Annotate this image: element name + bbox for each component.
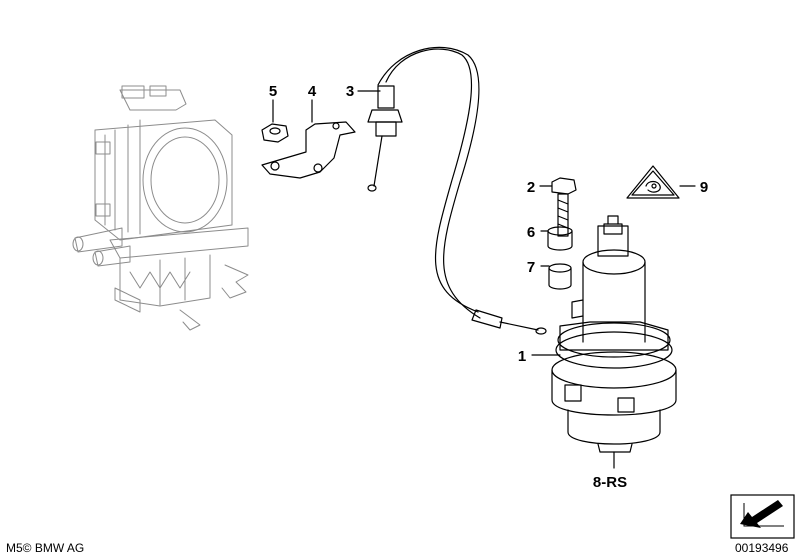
throttle-cable-part: [367, 46, 547, 335]
warning-triangle-icon: [626, 165, 680, 199]
callout-label-7: 7: [527, 259, 535, 276]
bracket-part: [261, 121, 356, 179]
callout-label-3: 3: [346, 83, 354, 100]
callout-label-8-rs: 8-RS: [593, 474, 627, 491]
bolt-part: [551, 177, 577, 237]
callout-label-9: 9: [700, 179, 708, 196]
copyright-text: M5© BMW AG: [6, 541, 84, 555]
bushing-part: [548, 263, 572, 290]
diagonal-arrow-icon: [730, 494, 795, 539]
callout-label-2: 2: [527, 179, 535, 196]
callout-label-4: 4: [308, 83, 317, 100]
callout-label-6: 6: [527, 224, 535, 241]
throttle-body-illustration: [72, 85, 249, 331]
callout-label-5: 5: [269, 83, 277, 100]
diagram-number: 00193496: [735, 541, 789, 555]
callout-label-1: 1: [518, 348, 526, 365]
nut-part: [261, 123, 289, 143]
actuator-part: [551, 215, 677, 453]
leader-lines: [272, 90, 696, 469]
